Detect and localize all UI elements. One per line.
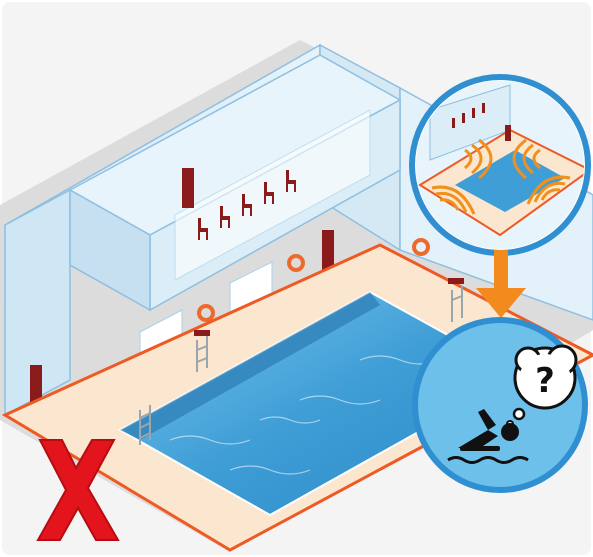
sound-waves-icon xyxy=(431,138,571,215)
left-wall xyxy=(4,188,71,417)
arrow-down-icon xyxy=(476,250,526,318)
door-middle xyxy=(322,230,334,270)
red-x-icon xyxy=(36,439,120,541)
gallery-side xyxy=(69,188,151,312)
water-line xyxy=(447,456,529,464)
lifeguard-chair-icon xyxy=(194,278,464,372)
question-mark: ? xyxy=(535,361,555,401)
swimmer-icon xyxy=(458,409,519,451)
spectator-chairs xyxy=(198,170,296,240)
door-left xyxy=(30,365,42,405)
thought-bubble: ? xyxy=(506,344,578,428)
life-ring-icon xyxy=(197,238,430,322)
pool-ladder xyxy=(139,405,151,445)
echo-inset xyxy=(409,74,591,256)
door-upper xyxy=(182,168,194,208)
confused-swimmer-circle: ? xyxy=(412,317,588,493)
pool-inner-wall xyxy=(120,292,380,440)
